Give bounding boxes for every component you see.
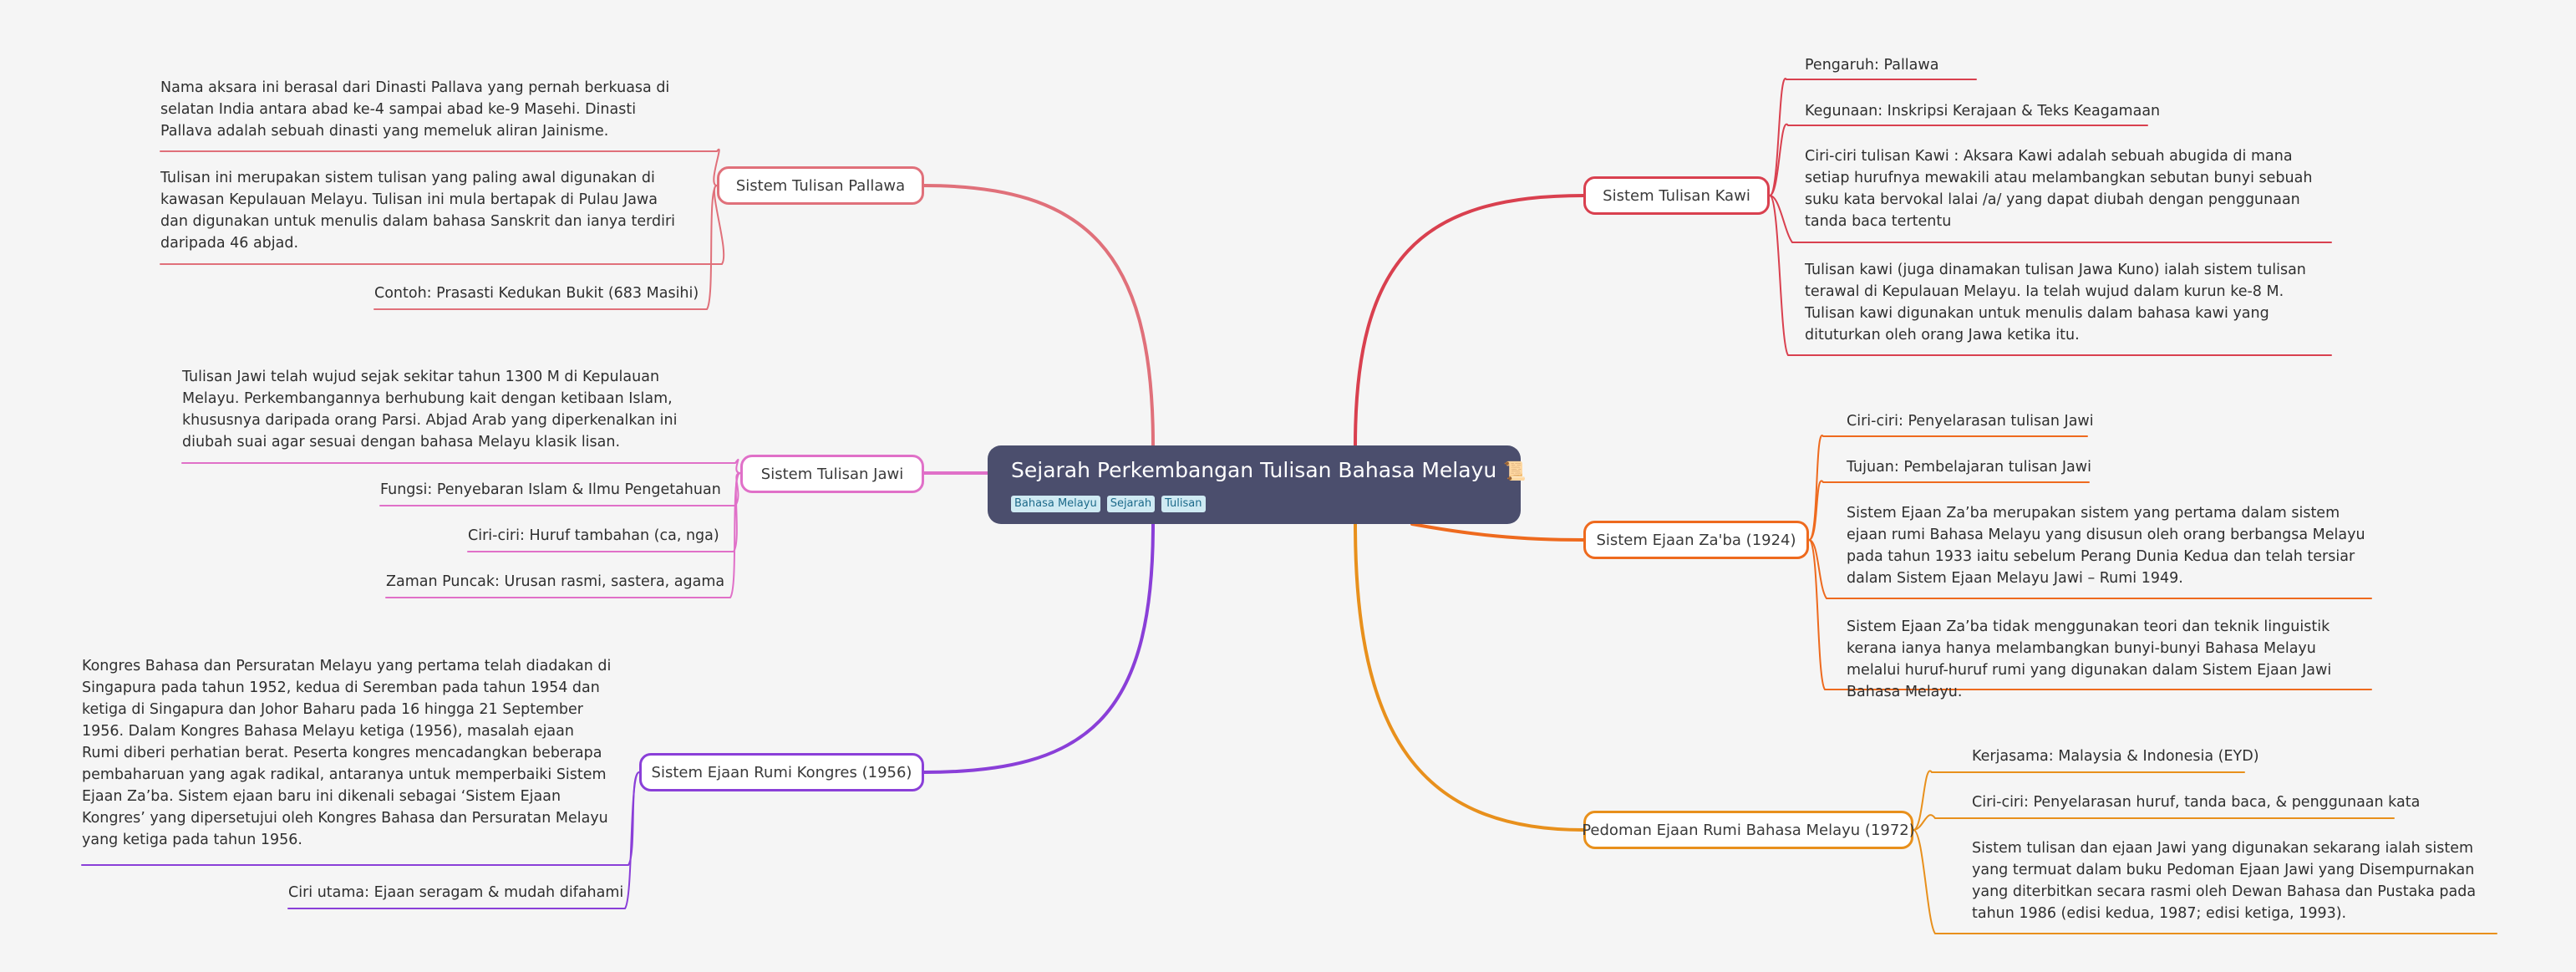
leaf-pedoman-3[interactable]: Sistem tulisan dan ejaan Jawi yang digun… — [1972, 840, 2477, 922]
node-sistem-ejaan-zaba[interactable]: Sistem Ejaan Za'ba (1924) — [1583, 521, 1809, 559]
leaf-zaba-4[interactable]: Sistem Ejaan Za’ba tidak menggunakan teo… — [1847, 618, 2332, 700]
leaf-jawi-2[interactable]: Fungsi: Penyebaran Islam & Ilmu Pengetah… — [380, 481, 721, 498]
leaf-kawi-3[interactable]: Ciri-ciri tulisan Kawi : Aksara Kawi ada… — [1805, 148, 2313, 230]
tag-list: Bahasa Melayu Sejarah Tulisan — [1011, 496, 1497, 512]
edge-zaba-leaf-4 — [1808, 539, 2372, 690]
edge-central-kawi — [1354, 194, 1585, 447]
central-title: Sejarah Perkembangan Tulisan Bahasa Mela… — [1011, 458, 1497, 482]
tag-tulisan[interactable]: Tulisan — [1161, 496, 1206, 512]
node-pedoman-ejaan-rumi[interactable]: Pedoman Ejaan Rumi Bahasa Melayu (1972) — [1582, 811, 1915, 849]
leaf-kawi-4[interactable]: Tulisan kawi (juga dinamakan tulisan Jaw… — [1805, 262, 2306, 344]
leaf-zaba-1[interactable]: Ciri-ciri: Penyelarasan tulisan Jawi — [1847, 413, 2094, 430]
leaf-kawi-1[interactable]: Pengaruh: Pallawa — [1805, 57, 1939, 74]
edge-zaba-leaf-1 — [1808, 435, 2088, 541]
leaf-pedoman-2[interactable]: Ciri-ciri: Penyelarasan huruf, tanda bac… — [1972, 794, 2421, 811]
edge-pedoman-leaf-2 — [1913, 814, 2395, 831]
node-sistem-ejaan-rumi-kongres[interactable]: Sistem Ejaan Rumi Kongres (1956) — [639, 753, 924, 791]
edge-pallawa-leaf-1 — [160, 148, 720, 186]
scroll-icon: 📜 — [1503, 461, 1527, 482]
node-sistem-tulisan-pallawa[interactable]: Sistem Tulisan Pallawa — [717, 166, 924, 205]
leaf-pallawa-3[interactable]: Contoh: Prasasti Kedukan Bukit (683 Masi… — [374, 285, 699, 302]
node-sistem-tulisan-jawi[interactable]: Sistem Tulisan Jawi — [740, 455, 924, 493]
leaf-pallawa-2[interactable]: Tulisan ini merupakan sistem tulisan yan… — [160, 170, 675, 252]
edge-central-rumi-kongres — [922, 522, 1155, 774]
edge-kawi-leaf-4 — [1769, 195, 2332, 356]
edge-jawi-leaf-4 — [385, 472, 741, 598]
tag-sejarah[interactable]: Sejarah — [1106, 496, 1156, 512]
edge-kawi-leaf-2 — [1769, 123, 2148, 196]
edge-central-pallawa — [922, 184, 1155, 447]
central-title-row: Sejarah Perkembangan Tulisan Bahasa Mela… — [1011, 454, 1527, 489]
edge-jawi-leaf-1 — [181, 458, 741, 474]
edge-central-zaba — [1410, 522, 1585, 542]
edge-rumi-kongres-leaf-2 — [287, 771, 640, 909]
edge-central-pedoman — [1354, 522, 1585, 832]
edge-pallawa-leaf-3 — [373, 185, 718, 310]
leaf-pallawa-1[interactable]: Nama aksara ini berasal dari Dinasti Pal… — [160, 79, 670, 140]
edge-kawi-leaf-1 — [1769, 78, 1977, 196]
leaf-zaba-2[interactable]: Tujuan: Pembelajaran tulisan Jawi — [1847, 459, 2091, 476]
edge-pedoman-leaf-1 — [1913, 770, 2245, 831]
leaf-jawi-4[interactable]: Zaman Puncak: Urusan rasmi, sastera, aga… — [386, 573, 725, 590]
leaf-kawi-2[interactable]: Kegunaan: Inskripsi Kerajaan & Teks Keag… — [1805, 103, 2161, 120]
edge-zaba-leaf-2 — [1808, 480, 2090, 541]
leaf-jawi-3[interactable]: Ciri-ciri: Huruf tambahan (ca, nga) — [468, 527, 719, 544]
leaf-zaba-3[interactable]: Sistem Ejaan Za’ba merupakan sistem yang… — [1847, 505, 2365, 587]
node-sistem-tulisan-kawi[interactable]: Sistem Tulisan Kawi — [1583, 176, 1770, 215]
central-topic[interactable]: Sejarah Perkembangan Tulisan Bahasa Mela… — [988, 445, 1527, 524]
edge-zaba-leaf-3 — [1808, 539, 2372, 599]
leaf-pedoman-1[interactable]: Kerjasama: Malaysia & Indonesia (EYD) — [1972, 748, 2259, 765]
leaf-rumi-kongres-2[interactable]: Ciri utama: Ejaan seragam & mudah difaha… — [288, 884, 624, 901]
edge-pedoman-leaf-3 — [1913, 829, 2497, 934]
edge-kawi-leaf-3 — [1769, 195, 2332, 243]
leaf-jawi-1[interactable]: Tulisan Jawi telah wujud sejak sekitar t… — [182, 369, 678, 450]
tag-bahasa-melayu[interactable]: Bahasa Melayu — [1011, 496, 1100, 512]
leaf-rumi-kongres-1[interactable]: Kongres Bahasa dan Persuratan Melayu yan… — [82, 658, 612, 848]
